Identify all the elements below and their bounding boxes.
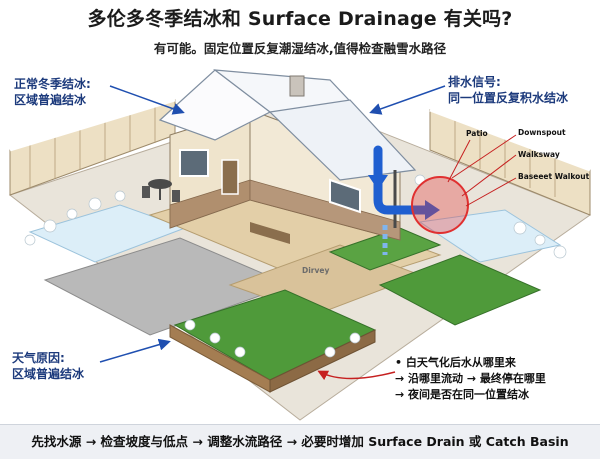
label-downspout: Downspout xyxy=(518,128,566,137)
door xyxy=(221,159,239,195)
notes-arrow xyxy=(317,370,396,381)
patio-chair-2 xyxy=(172,190,180,202)
callout-bottom-left: 天气原因: 区域普遍结冰 xyxy=(12,350,84,382)
fence-snow-left xyxy=(9,98,176,152)
label-patio: Patio xyxy=(466,129,488,138)
callout-top-left: 正常冬季结冰: 区域普遍结冰 xyxy=(14,76,91,108)
water-flow-arrow xyxy=(373,145,430,215)
callout-bottom-left-line2: 区域普遍结冰 xyxy=(12,367,85,381)
page-title: 多伦多冬季结冰和 Surface Drainage 有关吗? xyxy=(87,8,513,30)
callout-bottom-left-line1: 天气原因: xyxy=(12,351,65,365)
problem-zone-circle xyxy=(411,176,469,234)
window-left xyxy=(179,149,209,177)
chimney xyxy=(289,75,305,97)
water-flow-arrowhead-top xyxy=(368,175,388,190)
front-wall-right xyxy=(269,329,376,393)
patio-chair xyxy=(142,186,150,198)
window-right xyxy=(329,178,361,214)
bench xyxy=(250,222,290,244)
walksway-pointer xyxy=(461,154,517,197)
water-flow-arrowhead xyxy=(425,200,440,220)
right-lawn xyxy=(378,254,542,326)
flow-notes: • 白天气化后水从哪里来 → 沿哪里流动 → 最终停在哪里 → 夜间是否在同一位… xyxy=(395,355,595,403)
label-basement-walkout: Baseeet Walkout xyxy=(518,172,590,181)
note-line-3: → 夜间是否在同一位置结冰 xyxy=(395,388,530,401)
patio-pointer xyxy=(447,139,471,183)
callout-top-right-line2: 同一位置反复积水结冰 xyxy=(448,91,569,105)
note-line-2: → 沿哪里流动 → 最终停在哪里 xyxy=(395,372,546,385)
callout-top-right-line1: 排水信号: xyxy=(448,75,501,89)
callout-top-right: 排水信号: 同一位置反复积水结冰 xyxy=(448,74,568,106)
callout-arrow-bottom-left xyxy=(99,338,171,363)
fence-snow-right xyxy=(429,108,591,172)
right-ice-area xyxy=(418,209,562,263)
downspout-pointer xyxy=(451,134,517,179)
basement-pointer xyxy=(465,177,517,207)
callout-top-left-line2: 区域普遍结冰 xyxy=(14,93,87,107)
label-driveway: Dirvey xyxy=(302,266,330,275)
footer-steps: 先找水源 → 检查坡度与低点 → 调整水流路径 → 必要时增加 Surface … xyxy=(0,424,600,459)
page-subtitle: 有可能。固定位置反复潮湿结冰,值得检查融雪水路径 xyxy=(153,41,447,56)
callout-arrow-top-left xyxy=(109,85,185,115)
note-line-1: • 白天气化后水从哪里来 xyxy=(395,356,516,369)
side-lawn xyxy=(328,227,442,271)
label-walksway: Walksway xyxy=(518,150,560,159)
callout-arrow-top-right xyxy=(369,85,446,115)
callout-top-left-line1: 正常冬季结冰: xyxy=(14,77,91,91)
